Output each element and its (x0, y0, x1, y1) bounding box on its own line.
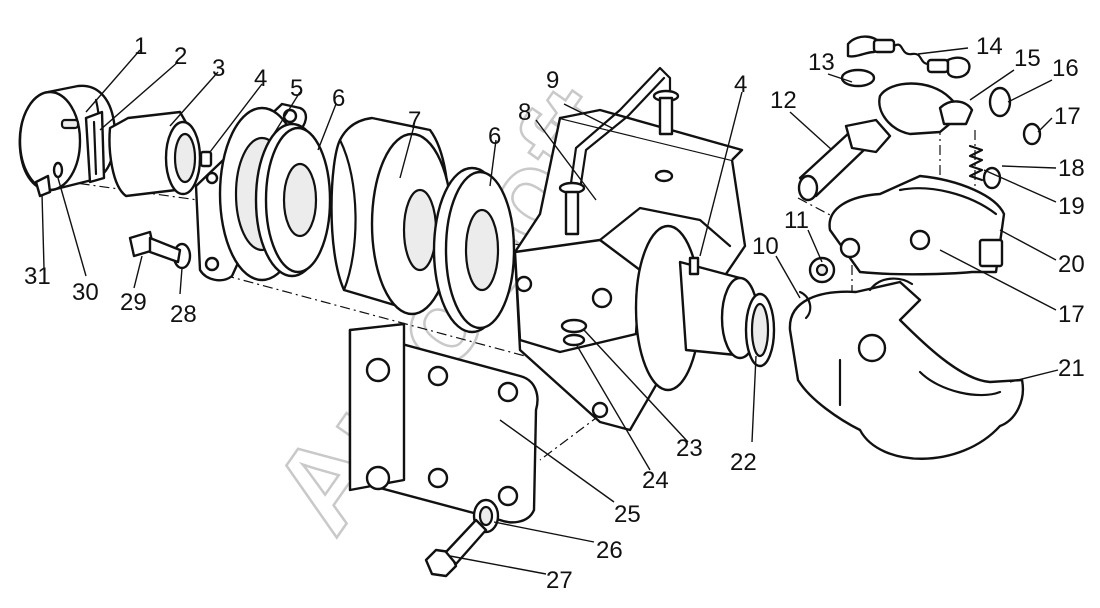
part-17-circlip-upper (1022, 122, 1042, 146)
callout-20: 20 (1058, 251, 1085, 278)
callout-4a: 4 (254, 65, 267, 92)
callout-29: 29 (120, 289, 147, 316)
part-6-rubber-washer-left (254, 122, 332, 278)
part-30-spring-pin (52, 161, 64, 179)
callout-labels: 1 2 3 4 5 6 7 6 8 9 4 12 13 14 15 16 17 … (24, 33, 1085, 594)
part-14-safety-chain (846, 35, 971, 79)
part-10-cotter-pin (798, 290, 812, 320)
callout-6a: 6 (332, 85, 345, 112)
part-4-grease-fitting-left (199, 150, 213, 168)
callout-24: 24 (642, 467, 669, 494)
leader-lines (41, 47, 1059, 575)
callout-6b: 6 (488, 123, 501, 150)
assembly-axis-bolt (204, 269, 541, 361)
callout-23: 23 (676, 435, 703, 462)
callout-19: 19 (1058, 193, 1085, 220)
callout-17b: 17 (1058, 301, 1085, 328)
part-25-mounting-plate (348, 322, 539, 524)
part-22-lock-ring (744, 292, 776, 368)
callout-30: 30 (72, 279, 99, 306)
callout-25: 25 (614, 501, 641, 528)
part-2-key (84, 110, 106, 184)
callout-7: 7 (408, 107, 421, 134)
part-11-castle-nut (808, 256, 836, 284)
callout-31: 31 (24, 263, 51, 290)
part-31-pin (34, 174, 52, 198)
part-15-latch-lever (878, 82, 974, 136)
callout-1: 1 (134, 33, 147, 60)
callout-28: 28 (170, 301, 197, 328)
callout-22: 22 (730, 449, 757, 476)
callout-3: 3 (212, 55, 225, 82)
part-29-bolt (128, 230, 182, 264)
callout-15: 15 (1014, 45, 1041, 72)
part-27-bolt (424, 518, 488, 578)
callout-2: 2 (174, 43, 187, 70)
part-23-nut (560, 318, 588, 334)
part-12-pivot-bolt (797, 118, 892, 202)
callout-10: 10 (752, 233, 779, 260)
part-13-cotter-ring (840, 68, 876, 88)
part-19-spring (968, 144, 984, 182)
callout-8: 8 (518, 99, 531, 126)
callout-11: 11 (784, 207, 809, 234)
part-7-rubber-cushion (330, 116, 454, 316)
callout-13: 13 (808, 49, 835, 76)
callout-16: 16 (1052, 55, 1079, 82)
callout-4b: 4 (734, 71, 747, 98)
callout-5: 5 (290, 75, 303, 102)
part-21-hook (788, 277, 1025, 460)
callout-21: 21 (1058, 355, 1085, 382)
part-6-rubber-washer-right (432, 166, 516, 334)
callout-26: 26 (596, 537, 623, 564)
callout-14: 14 (976, 33, 1003, 60)
part-18-pin (982, 166, 1002, 190)
part-16-spring-ring (988, 86, 1012, 118)
callout-18: 18 (1058, 155, 1085, 182)
part-24-washer (562, 333, 586, 347)
callout-17a: 17 (1054, 103, 1081, 130)
part-9-lube-line (558, 66, 680, 236)
part-3-sleeve (108, 110, 202, 198)
callout-27: 27 (546, 567, 573, 594)
part-20-latch-body (828, 174, 1006, 276)
assembly-axis-lower (539, 414, 601, 461)
callout-9: 9 (546, 67, 559, 94)
callout-12: 12 (770, 87, 797, 114)
